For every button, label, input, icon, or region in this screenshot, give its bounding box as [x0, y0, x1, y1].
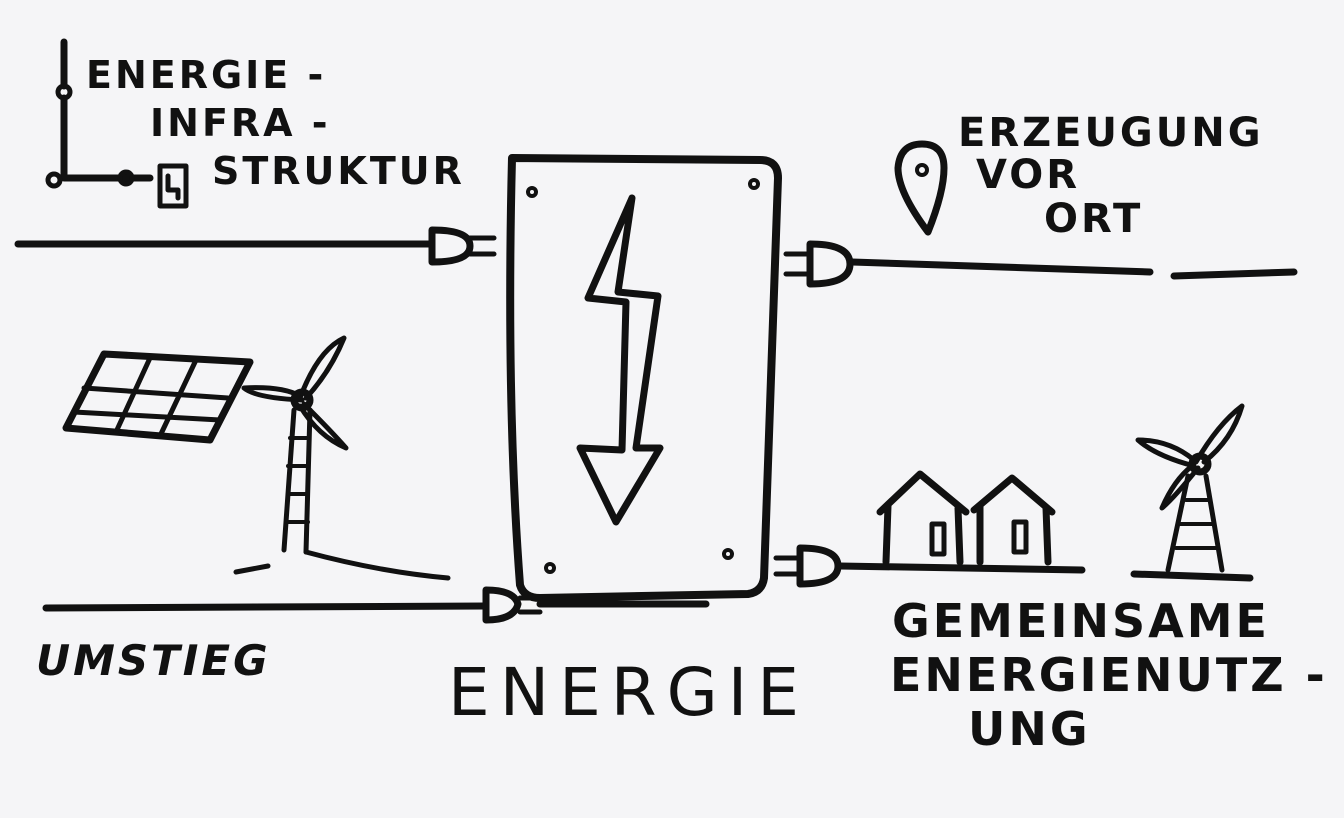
house-icon-2: [970, 474, 1056, 566]
shared-use-label-line-2: ENERGIENUTZ -: [890, 648, 1328, 702]
local-generation-label-line-1: ERZEUGUNG: [958, 110, 1264, 156]
shared-use-label-line-1: GEMEINSAME: [892, 594, 1270, 648]
shared-use-label-line-3: UNG: [968, 702, 1091, 756]
plug-icon-shared-use: [773, 544, 1254, 588]
solar-panel-icon: [62, 350, 254, 444]
center-label: ENERGIE: [448, 654, 809, 731]
energy-box: [506, 154, 782, 602]
infrastructure-bracket: [45, 38, 154, 189]
wind-turbine-icon-right: [1135, 403, 1245, 573]
lightning-bolt-icon: [576, 194, 664, 526]
local-generation-label-line-3: ORT: [1044, 196, 1144, 242]
plug-icon: [428, 226, 497, 266]
infrastructure-label-line-1: ENERGIE -: [86, 53, 327, 97]
local-generation-label-line-2: VOR: [976, 152, 1081, 198]
location-pin-icon: [894, 140, 948, 236]
house-icon: [876, 470, 970, 566]
transition-label: UMSTIEG: [36, 636, 271, 685]
grid-line-transition: [42, 586, 710, 624]
infrastructure-label-line-3: STRUKTUR: [212, 149, 465, 193]
socket-icon: [157, 163, 189, 209]
infrastructure-label-line-2: INFRA -: [150, 101, 331, 145]
wind-turbine-icon: [233, 335, 451, 581]
plug-icon-local-generation: [783, 240, 1298, 288]
